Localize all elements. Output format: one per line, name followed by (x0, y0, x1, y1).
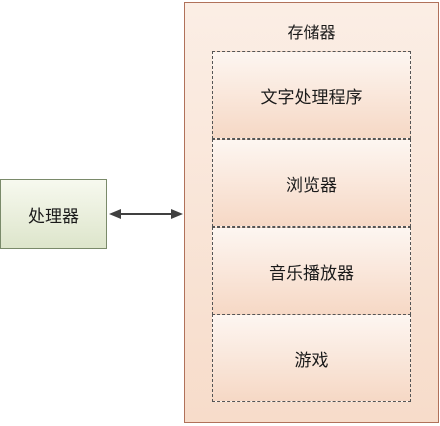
memory-box: 存储器 文字处理程序 浏览器 音乐播放器 游戏 (184, 2, 439, 423)
program-game: 游戏 (212, 314, 411, 402)
program-label: 文字处理程序 (260, 87, 363, 108)
processor-label: 处理器 (28, 206, 79, 227)
program-label: 音乐播放器 (269, 263, 354, 284)
program-label: 浏览器 (286, 175, 337, 196)
memory-title: 存储器 (287, 23, 336, 42)
program-word-processor: 文字处理程序 (212, 51, 411, 139)
program-music-player: 音乐播放器 (212, 227, 411, 315)
program-label: 游戏 (294, 350, 329, 371)
bidirectional-arrow (109, 209, 183, 219)
program-browser: 浏览器 (212, 139, 411, 227)
processor-box: 处理器 (0, 179, 107, 249)
